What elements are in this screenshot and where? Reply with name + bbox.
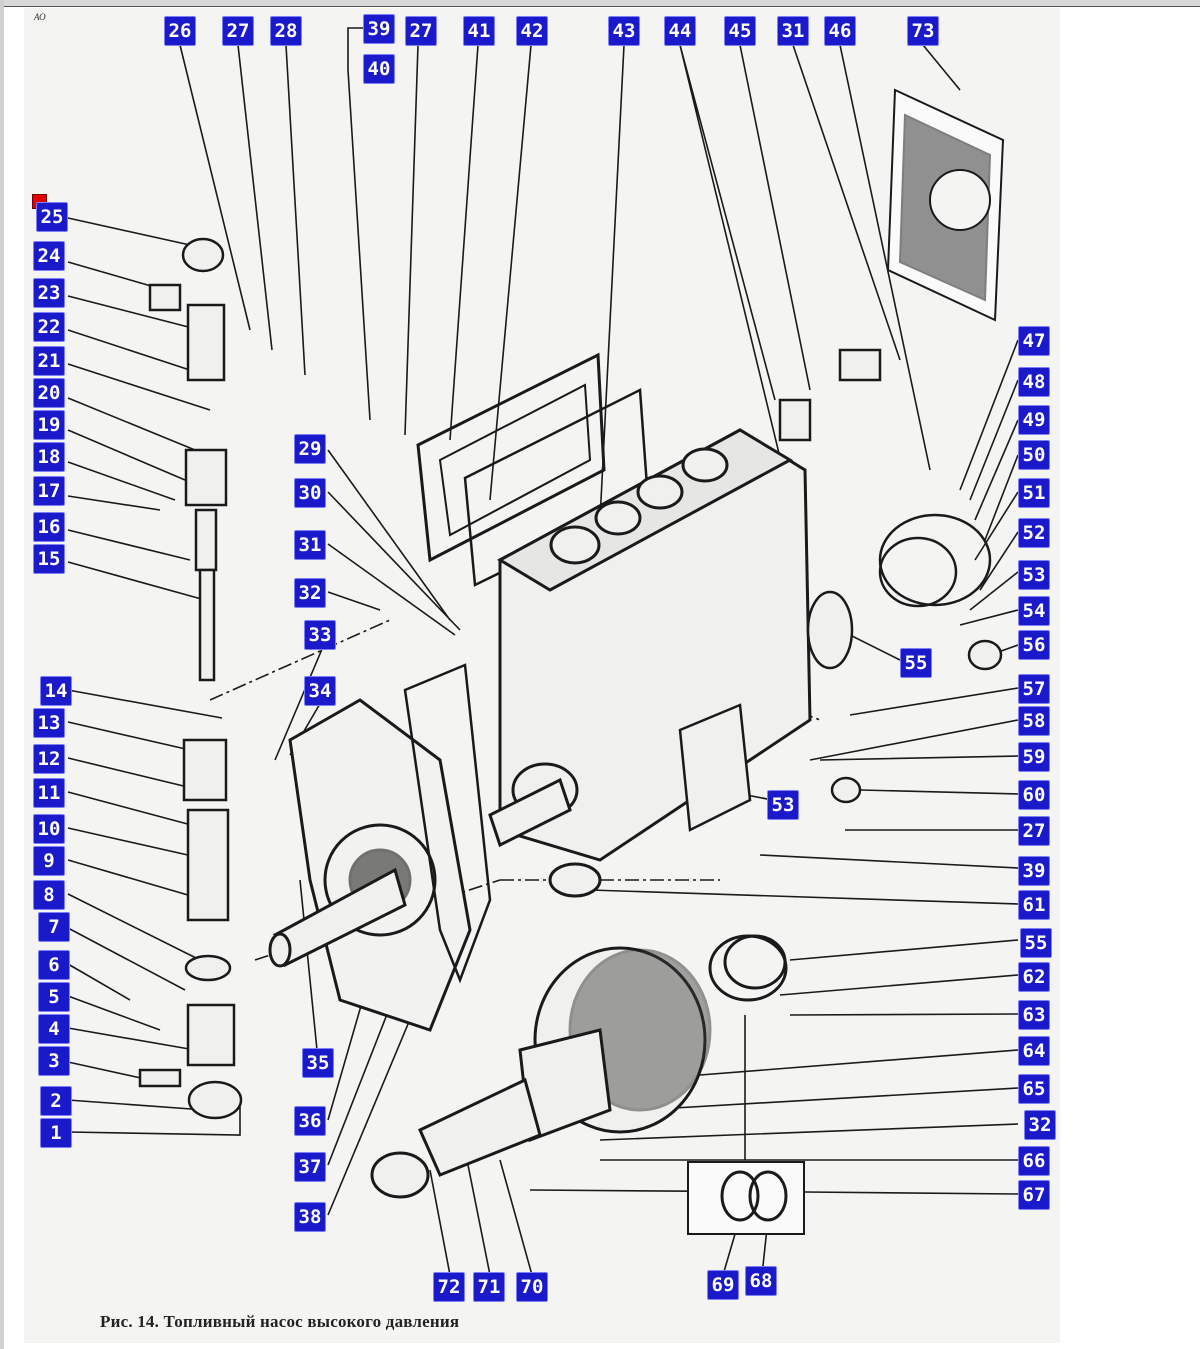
callout-label-9[interactable]: 9: [33, 846, 65, 876]
callout-label-34[interactable]: 34: [304, 676, 336, 706]
callout-label-47[interactable]: 47: [1018, 326, 1050, 356]
callout-label-3[interactable]: 3: [38, 1046, 70, 1076]
callout-label-7[interactable]: 7: [38, 912, 70, 942]
callout-label-19[interactable]: 19: [33, 410, 65, 440]
callout-label-58[interactable]: 58: [1018, 706, 1050, 736]
callout-label-62[interactable]: 62: [1018, 962, 1050, 992]
callout-label-42[interactable]: 42: [516, 16, 548, 46]
callout-label-64[interactable]: 64: [1018, 1036, 1050, 1066]
callout-label-52[interactable]: 52: [1018, 518, 1050, 548]
callout-label-46[interactable]: 46: [824, 16, 856, 46]
callout-label-40[interactable]: 40: [363, 54, 395, 84]
callout-label-43[interactable]: 43: [608, 16, 640, 46]
window-top-border: [0, 0, 1200, 7]
callout-label-18[interactable]: 18: [33, 442, 65, 472]
callout-label-20[interactable]: 20: [33, 378, 65, 408]
callout-label-21[interactable]: 21: [33, 346, 65, 376]
callout-label-41[interactable]: 41: [463, 16, 495, 46]
callout-label-31[interactable]: 31: [777, 16, 809, 46]
window-left-border: [0, 0, 4, 1349]
callout-label-51[interactable]: 51: [1018, 478, 1050, 508]
callout-label-24[interactable]: 24: [33, 241, 65, 271]
callout-label-39[interactable]: 39: [1018, 856, 1050, 886]
callout-label-50[interactable]: 50: [1018, 440, 1050, 470]
callout-label-15[interactable]: 15: [33, 544, 65, 574]
callout-label-60[interactable]: 60: [1018, 780, 1050, 810]
callout-label-35[interactable]: 35: [302, 1048, 334, 1078]
callout-label-27[interactable]: 27: [222, 16, 254, 46]
callout-label-1[interactable]: 1: [40, 1118, 72, 1148]
callout-label-26[interactable]: 26: [164, 16, 196, 46]
callout-label-66[interactable]: 66: [1018, 1146, 1050, 1176]
callout-label-5[interactable]: 5: [38, 982, 70, 1012]
callout-label-37[interactable]: 37: [294, 1152, 326, 1182]
corner-mark: АО: [34, 12, 46, 22]
callout-label-68[interactable]: 68: [745, 1266, 777, 1296]
callout-label-23[interactable]: 23: [33, 278, 65, 308]
callout-label-59[interactable]: 59: [1018, 742, 1050, 772]
figure-caption: Рис. 14. Топливный насос высокого давлен…: [100, 1312, 460, 1331]
callout-label-33[interactable]: 33: [304, 620, 336, 650]
callout-label-72[interactable]: 72: [433, 1272, 465, 1302]
callout-label-10[interactable]: 10: [33, 814, 65, 844]
callout-label-49[interactable]: 49: [1018, 405, 1050, 435]
callout-label-69[interactable]: 69: [707, 1270, 739, 1300]
callout-label-48[interactable]: 48: [1018, 367, 1050, 397]
callout-label-17[interactable]: 17: [33, 476, 65, 506]
callout-label-57[interactable]: 57: [1018, 674, 1050, 704]
callout-label-25[interactable]: 25: [36, 202, 68, 232]
callout-label-39[interactable]: 39: [363, 14, 395, 44]
callout-label-63[interactable]: 63: [1018, 1000, 1050, 1030]
callout-label-45[interactable]: 45: [724, 16, 756, 46]
callout-label-56[interactable]: 56: [1018, 630, 1050, 660]
callout-label-11[interactable]: 11: [33, 778, 65, 808]
callout-label-70[interactable]: 70: [516, 1272, 548, 1302]
callout-label-4[interactable]: 4: [38, 1014, 70, 1044]
callout-label-44[interactable]: 44: [664, 16, 696, 46]
callout-label-8[interactable]: 8: [33, 880, 65, 910]
callout-label-38[interactable]: 38: [294, 1202, 326, 1232]
callout-label-28[interactable]: 28: [270, 16, 302, 46]
callout-label-14[interactable]: 14: [40, 676, 72, 706]
callout-label-73[interactable]: 73: [907, 16, 939, 46]
callout-label-54[interactable]: 54: [1018, 596, 1050, 626]
callout-label-31[interactable]: 31: [294, 530, 326, 560]
callout-label-65[interactable]: 65: [1018, 1074, 1050, 1104]
callout-label-13[interactable]: 13: [33, 708, 65, 738]
callout-label-67[interactable]: 67: [1018, 1180, 1050, 1210]
callout-label-6[interactable]: 6: [38, 950, 70, 980]
callout-label-61[interactable]: 61: [1018, 890, 1050, 920]
callout-label-27[interactable]: 27: [1018, 816, 1050, 846]
callout-label-53[interactable]: 53: [767, 790, 799, 820]
callout-label-32[interactable]: 32: [294, 578, 326, 608]
callout-label-53[interactable]: 53: [1018, 560, 1050, 590]
callout-label-55[interactable]: 55: [900, 648, 932, 678]
callout-label-27[interactable]: 27: [405, 16, 437, 46]
callout-label-71[interactable]: 71: [473, 1272, 505, 1302]
callout-label-2[interactable]: 2: [40, 1086, 72, 1116]
callout-label-12[interactable]: 12: [33, 744, 65, 774]
callout-label-55[interactable]: 55: [1020, 928, 1052, 958]
callout-label-30[interactable]: 30: [294, 478, 326, 508]
callout-label-36[interactable]: 36: [294, 1106, 326, 1136]
callout-label-32[interactable]: 32: [1024, 1110, 1056, 1140]
callout-label-29[interactable]: 29: [294, 434, 326, 464]
callout-label-16[interactable]: 16: [33, 512, 65, 542]
callout-label-22[interactable]: 22: [33, 312, 65, 342]
